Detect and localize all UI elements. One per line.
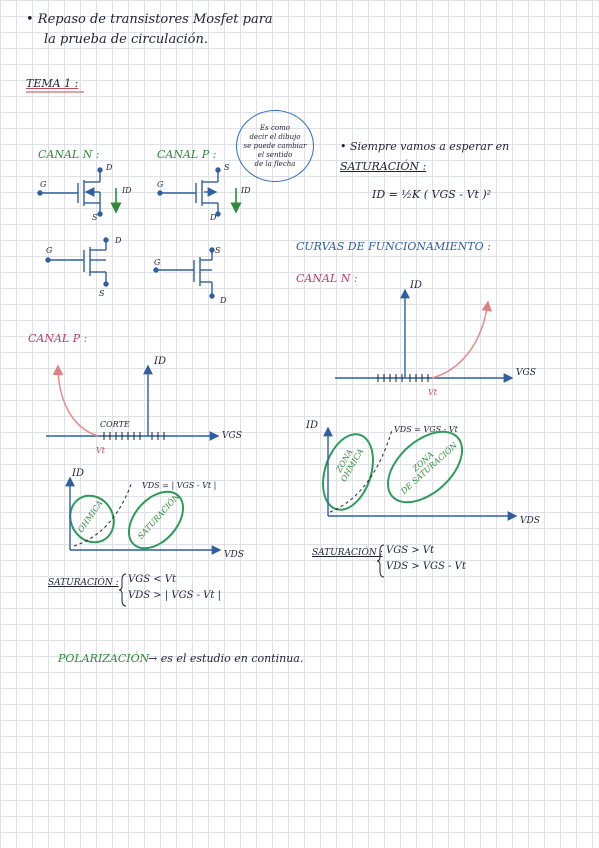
- vds-axis-n: VDS: [520, 516, 540, 526]
- id-label-1: ID: [122, 186, 132, 195]
- pin-g-1: G: [40, 180, 47, 189]
- polarizacion-rest: → es el estudio en continua.: [148, 652, 304, 665]
- saturacion-heading: SATURACIÓN :: [340, 160, 427, 173]
- transistor-n-2: [45, 237, 109, 287]
- pin-d-4: D: [220, 296, 227, 305]
- vgs-axis-p: VGS: [222, 431, 242, 441]
- sat-cond-p1: VGS < Vt: [128, 574, 177, 585]
- note-bubble: Es como decir el dibujo se puede cambiar…: [236, 110, 314, 182]
- label-canal-n: CANAL N :: [38, 148, 100, 161]
- pin-d-2: D: [210, 213, 217, 222]
- id-axis-p: ID: [154, 356, 166, 367]
- pin-s-1: S: [92, 213, 98, 222]
- id-axis-n-out: ID: [306, 420, 318, 431]
- transistor-p-2: [153, 247, 215, 299]
- polarizacion-term: POLARIZACIÓN: [58, 652, 150, 665]
- sat-cond-label-p: SATURACIÓN :: [48, 578, 119, 588]
- vgs-axis-n: VGS: [516, 368, 536, 378]
- sat-cond-n2: VDS > VGS - Vt: [386, 561, 466, 572]
- vds-axis-p: VDS: [224, 550, 244, 560]
- graph-transfer-p: [46, 364, 220, 441]
- pin-g-2: G: [157, 180, 164, 189]
- transistor-p-1: [157, 167, 221, 217]
- transistor-n-1: [37, 167, 103, 217]
- corte-label: CORTE: [100, 420, 130, 429]
- sat-cond-n: VGS > Vt VDS > VGS - Vt: [386, 543, 466, 575]
- vds-eq-p: VDS = | VGS - Vt |: [142, 481, 217, 490]
- graph-output-n: [323, 426, 518, 521]
- id-formula: ID = ½K ( VGS - Vt )²: [372, 188, 492, 201]
- section-title: TEMA 1 :: [26, 77, 79, 90]
- pin-s-4: S: [215, 246, 221, 255]
- sat-cond-p2: VDS > | VGS - Vt |: [128, 590, 221, 601]
- siempre-text: • Siempre vamos a esperar en: [340, 140, 510, 153]
- pin-g-4: G: [154, 258, 161, 267]
- vt-label-n: Vt: [428, 388, 437, 397]
- label-canal-n-curves: CANAL N :: [296, 272, 358, 285]
- pin-s-3: S: [99, 289, 105, 298]
- pin-s-2: S: [224, 163, 230, 172]
- pin-d-1: D: [106, 163, 113, 172]
- id-axis-p-out: ID: [72, 468, 84, 479]
- vds-eq-n: VDS = VGS - Vt: [394, 425, 458, 434]
- curvas-heading: CURVAS DE FUNCIONAMIENTO :: [296, 240, 491, 253]
- id-axis-top: ID: [410, 280, 422, 291]
- id-label-2: ID: [241, 186, 251, 195]
- graph-transfer-n: [335, 288, 514, 383]
- sat-cond-p: VGS < Vt VDS > | VGS - Vt |: [128, 572, 221, 604]
- label-canal-p-upper: CANAL P :: [28, 332, 88, 345]
- graph-output-p: [65, 476, 222, 555]
- pin-g-3: G: [46, 246, 53, 255]
- sat-cond-n1: VGS > Vt: [386, 545, 435, 556]
- pin-d-3: D: [115, 236, 122, 245]
- sat-cond-label-n: SATURACIÓN :: [312, 548, 383, 558]
- label-canal-p: CANAL P :: [157, 148, 217, 161]
- page-title-line1: • Repaso de transistores Mosfet para: [26, 12, 273, 27]
- vt-label-p: Vt: [96, 446, 105, 455]
- page-title-line2: la prueba de circulación.: [44, 32, 208, 47]
